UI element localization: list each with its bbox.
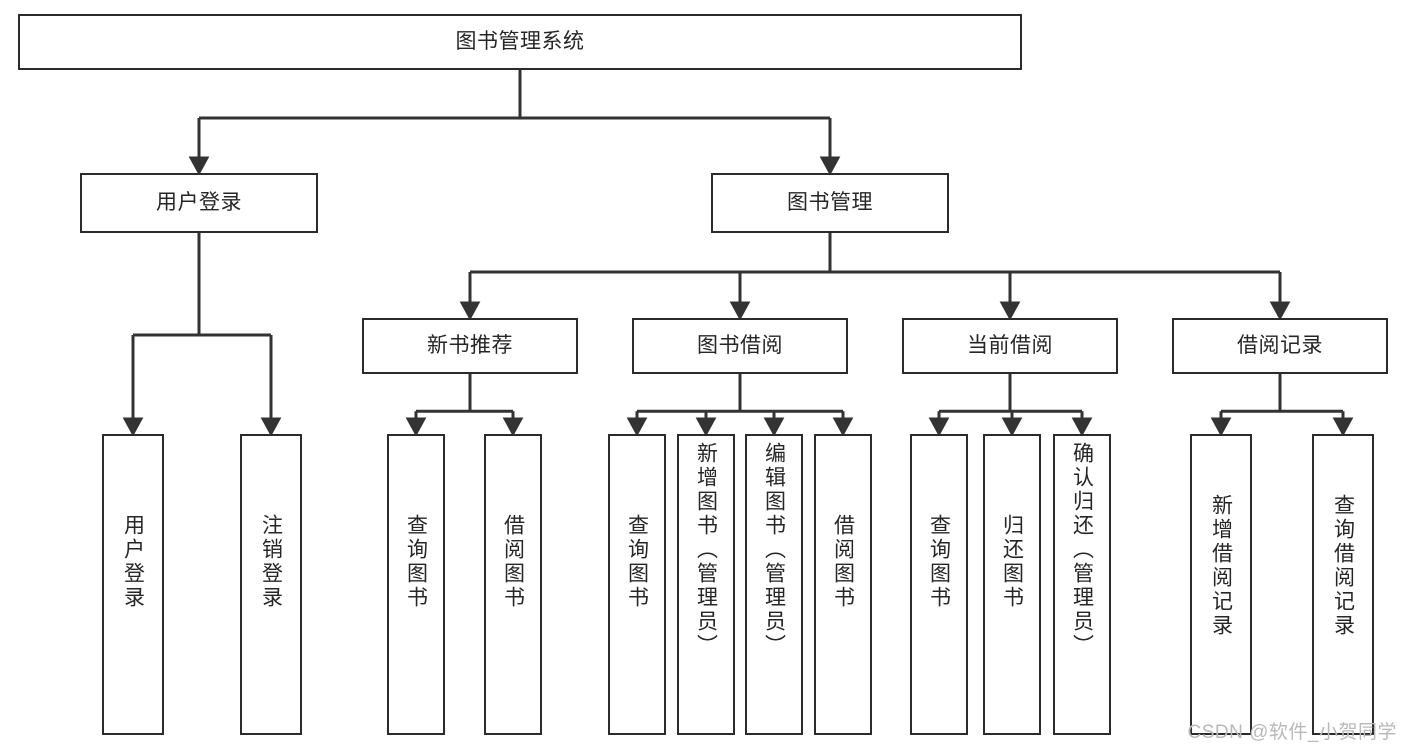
node-current-borrow[interactable]: 当前借阅 (902, 318, 1118, 374)
node-leaf-edit-book-admin[interactable]: 编辑图书（管理员） (745, 434, 803, 735)
node-user-login-label: 用户登录 (156, 191, 242, 215)
node-leaf-add-borrow-record[interactable]: 新增借阅记录 (1190, 434, 1252, 735)
node-book-manage[interactable]: 图书管理 (711, 173, 949, 233)
node-leaf-borrow-book-label: 借阅图书 (831, 514, 855, 610)
node-new-book-rec[interactable]: 新书推荐 (362, 318, 578, 374)
node-book-borrow-label: 图书借阅 (697, 334, 783, 358)
node-borrow-record[interactable]: 借阅记录 (1172, 318, 1388, 374)
node-leaf-borrow-book[interactable]: 借阅图书 (814, 434, 872, 735)
node-root-label: 图书管理系统 (455, 30, 585, 54)
node-book-borrow[interactable]: 图书借阅 (632, 318, 848, 374)
node-leaf-borrow-book-rec-label: 借阅图书 (501, 514, 525, 610)
node-leaf-query-book-rec[interactable]: 查询图书 (387, 434, 445, 735)
node-leaf-query-borrow-record[interactable]: 查询借阅记录 (1312, 434, 1374, 735)
node-leaf-query-book-cur[interactable]: 查询图书 (910, 434, 968, 735)
node-leaf-query-book-borrow[interactable]: 查询图书 (608, 434, 666, 735)
node-leaf-add-book-admin-label: 新增图书（管理员） (694, 442, 718, 658)
node-leaf-borrow-book-rec[interactable]: 借阅图书 (484, 434, 542, 735)
node-leaf-add-borrow-record-label: 新增借阅记录 (1209, 494, 1233, 638)
node-leaf-query-book-borrow-label: 查询图书 (625, 514, 649, 610)
node-new-book-rec-label: 新书推荐 (427, 334, 513, 358)
node-leaf-query-book-rec-label: 查询图书 (404, 514, 428, 610)
node-leaf-return-book[interactable]: 归还图书 (983, 434, 1041, 735)
node-leaf-query-book-cur-label: 查询图书 (927, 514, 951, 610)
node-leaf-query-borrow-record-label: 查询借阅记录 (1331, 494, 1355, 638)
node-leaf-edit-book-admin-label: 编辑图书（管理员） (762, 442, 786, 658)
node-leaf-user-login[interactable]: 用户登录 (102, 434, 164, 735)
node-leaf-confirm-return-admin[interactable]: 确认归还（管理员） (1053, 434, 1111, 735)
node-leaf-return-book-label: 归还图书 (1000, 514, 1024, 610)
node-leaf-add-book-admin[interactable]: 新增图书（管理员） (677, 434, 735, 735)
node-leaf-confirm-return-admin-label: 确认归还（管理员） (1070, 442, 1094, 658)
node-leaf-user-logout-label: 注销登录 (259, 514, 283, 610)
node-current-borrow-label: 当前借阅 (967, 334, 1053, 358)
node-leaf-user-logout[interactable]: 注销登录 (240, 434, 302, 735)
node-book-manage-label: 图书管理 (787, 191, 873, 215)
node-root[interactable]: 图书管理系统 (18, 14, 1022, 70)
node-leaf-user-login-label: 用户登录 (121, 514, 145, 610)
node-borrow-record-label: 借阅记录 (1237, 334, 1323, 358)
node-user-login[interactable]: 用户登录 (80, 173, 318, 233)
